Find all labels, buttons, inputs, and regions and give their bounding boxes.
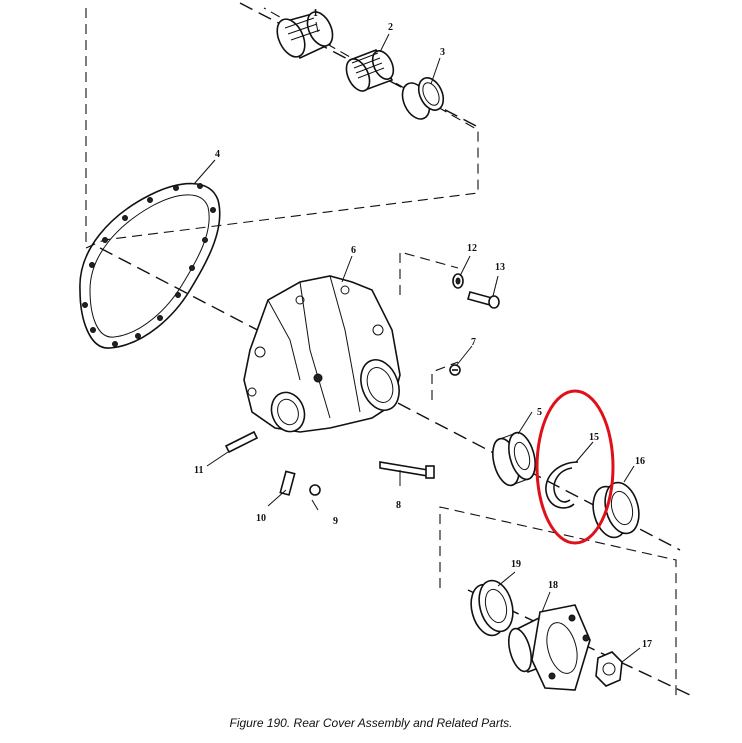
part-rear-cover-6: [243, 275, 401, 433]
callout-1: 1: [313, 8, 318, 19]
part-sleeve-1: [276, 11, 334, 60]
callout-7: 7: [471, 337, 476, 348]
callout-16: 16: [635, 456, 645, 467]
part-flange-18: [507, 604, 591, 691]
top-group-outline: [85, 7, 479, 249]
bolt-group-outline: [399, 251, 459, 295]
part-breather-10: [279, 470, 296, 496]
part-bearing-cup-3: [401, 77, 445, 120]
callout-8: 8: [396, 500, 401, 511]
part-snap-ring-15: [545, 461, 579, 509]
part-bearing-14: [492, 431, 536, 487]
part-bolt-13: [467, 291, 500, 309]
callout-19: 19: [511, 559, 521, 570]
part-long-bolt-8: [379, 461, 435, 479]
callout-6: 6: [351, 245, 356, 256]
leader-lines: [193, 21, 641, 663]
callout-13: 13: [495, 262, 505, 273]
part-deflector-19: [470, 579, 514, 637]
figure-caption: Figure 190. Rear Cover Assembly and Rela…: [229, 716, 513, 730]
callout-9: 9: [333, 516, 338, 527]
callout-3: 3: [440, 47, 445, 58]
callout-12: 12: [467, 243, 477, 254]
callout-4: 4: [215, 149, 220, 160]
part-threaded-sleeve-2: [345, 48, 395, 92]
callout-11: 11: [194, 465, 203, 476]
highlight-ellipse: [535, 389, 615, 545]
callout-10: 10: [256, 513, 266, 524]
callout-2: 2: [388, 22, 393, 33]
part-gasket-4: [79, 182, 221, 349]
callout-numbers: 1 2 3 4 5 6 7 8 9 10 11 12 13 15 16 17 1…: [194, 8, 652, 650]
part-plug-9: [309, 484, 321, 496]
callout-5: 5: [537, 407, 542, 418]
callout-17: 17: [642, 639, 652, 650]
part-pin-11: [224, 430, 259, 454]
part-screw-7: [449, 364, 461, 376]
screw-group-outline: [431, 361, 459, 400]
part-seal-16: [592, 481, 640, 539]
part-nut-17: [595, 651, 623, 687]
callout-15: 15: [589, 432, 599, 443]
part-washer-12: [452, 273, 464, 289]
callout-18: 18: [548, 580, 558, 591]
